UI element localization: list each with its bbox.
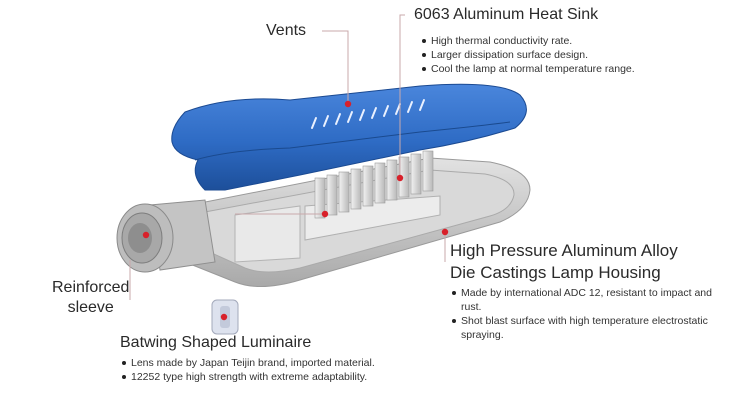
sleeve-label-line-1: Reinforced bbox=[52, 279, 130, 296]
cover-vents bbox=[311, 99, 425, 129]
heat-sink-bullets: High thermal conductivity rate. Larger d… bbox=[420, 34, 635, 76]
heat-sink-bullet: High thermal conductivity rate. bbox=[420, 34, 635, 48]
heat-sink-bullet: Cool the lamp at normal temperature rang… bbox=[420, 62, 635, 76]
housing-bullet: Shot blast surface with high temperature… bbox=[450, 314, 715, 342]
sleeve-label-line-2: sleeve bbox=[67, 299, 114, 316]
heat-sink-fins bbox=[314, 150, 434, 219]
sleeve-label: Reinforced sleeve bbox=[52, 278, 129, 318]
lamp-housing bbox=[184, 157, 531, 288]
luminaire-title: Batwing Shaped Luminaire bbox=[120, 334, 312, 351]
heat-sink-bullet: Larger dissipation surface design. bbox=[420, 48, 635, 62]
heat-sink-title: 6063 Aluminum Heat Sink bbox=[414, 6, 599, 23]
luminaire-bullets: Lens made by Japan Teijin brand, importe… bbox=[120, 356, 375, 384]
callout-markers bbox=[142, 100, 449, 321]
leader-lines bbox=[129, 14, 446, 300]
housing-title: High Pressure Aluminum Alloy Die Casting… bbox=[450, 240, 678, 284]
housing-title-line-1: High Pressure Aluminum Alloy bbox=[450, 241, 678, 260]
housing-bullet: Made by international ADC 12, resistant … bbox=[450, 286, 715, 314]
heat-sink-cover bbox=[171, 83, 527, 191]
reinforced-sleeve bbox=[116, 199, 216, 273]
housing-title-line-2: Die Castings Lamp Housing bbox=[450, 263, 661, 282]
luminaire-bullet: Lens made by Japan Teijin brand, importe… bbox=[120, 356, 375, 370]
vents-label: Vents bbox=[266, 22, 307, 39]
luminaire-bullet: 12252 type high strength with extreme ad… bbox=[120, 370, 375, 384]
housing-bullets: Made by international ADC 12, resistant … bbox=[450, 286, 715, 342]
